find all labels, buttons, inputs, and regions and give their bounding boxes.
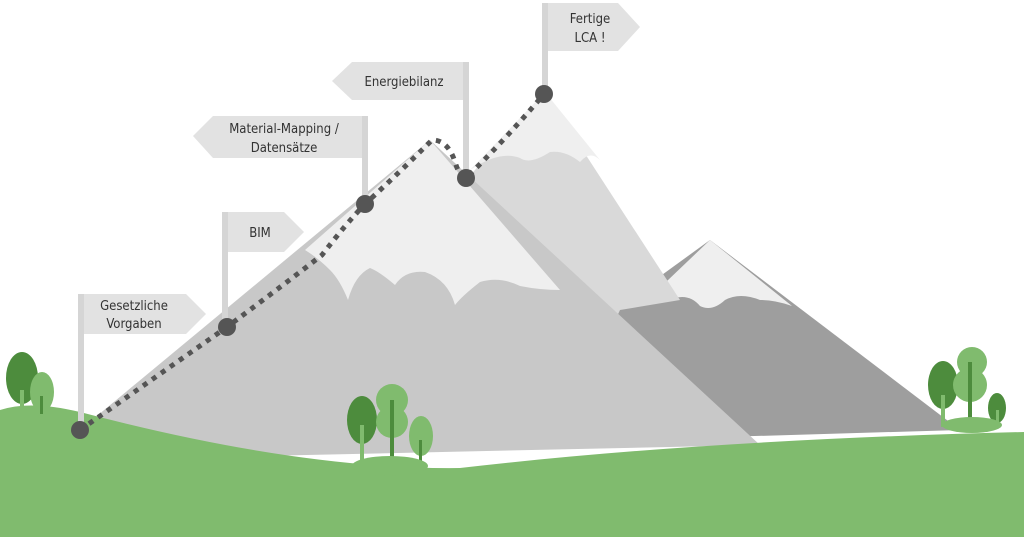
flag-label-1-line-2: Vorgaben [106, 317, 161, 332]
milestone-point-4[interactable] [457, 169, 475, 187]
milestone-point-5[interactable] [535, 85, 553, 103]
flag-pole-5 [542, 3, 548, 94]
flag-label-2: BIM [249, 226, 271, 241]
trees-left [6, 352, 54, 414]
snow-cap-far-right [645, 240, 792, 308]
milestone-point-2[interactable] [218, 318, 236, 336]
milestone-point-1[interactable] [71, 421, 89, 439]
trees-right [928, 347, 1006, 433]
flag-pole-2 [222, 212, 228, 327]
ground [0, 405, 1024, 537]
flag-label-4: Energiebilanz [364, 75, 443, 90]
snow-cap-main [305, 140, 560, 305]
trees-center [347, 384, 433, 476]
snow-cap-back [470, 92, 600, 170]
flag-banner-4 [332, 62, 463, 100]
ascent-path [78, 92, 546, 433]
milestone-point-3[interactable] [356, 195, 374, 213]
flag-pole-4 [463, 62, 469, 178]
flag-banner-1 [84, 294, 206, 334]
flag-label-3-line-1: Material-Mapping / [229, 122, 339, 137]
flag-label-3-line-2: Datensätze [251, 141, 318, 156]
mountain-main [80, 140, 760, 460]
flag-pole-1 [78, 294, 84, 430]
flag-banner-5 [548, 3, 640, 51]
flag-banner-2 [228, 212, 304, 252]
flag-pole-3 [362, 116, 368, 204]
flag-label-5-line-1: Fertige [570, 12, 610, 27]
flag-label-5-line-2: LCA ! [574, 31, 605, 46]
flag-banner-3 [193, 116, 362, 158]
flag-label-1-line-1: Gesetzliche [100, 299, 168, 314]
